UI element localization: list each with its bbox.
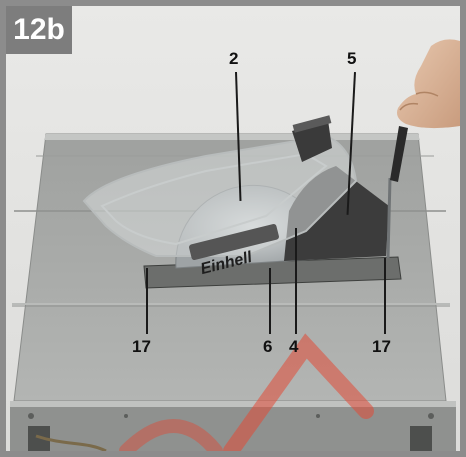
callout-4: 4 [289, 337, 299, 356]
apron-edge [10, 401, 456, 407]
leader-line-6 [269, 268, 271, 334]
callout-17-right: 17 [372, 337, 391, 356]
blade-guard [82, 134, 358, 261]
apron-screw [316, 414, 320, 418]
table-saw-photo: Einhell [6, 6, 460, 451]
table-leg [410, 426, 432, 451]
callout-17-left: 17 [132, 337, 151, 356]
hand [397, 39, 460, 129]
apron-screw [428, 413, 434, 419]
callout-2: 2 [229, 49, 239, 68]
callout-5: 5 [347, 49, 357, 68]
watermark-mark [119, 419, 223, 451]
screwdriver [386, 126, 408, 259]
leader-line-17-right [384, 258, 386, 334]
callout-6: 6 [263, 337, 273, 356]
leader-line-4 [295, 228, 297, 334]
watermark-mark [223, 333, 374, 451]
power-cable [35, 434, 107, 451]
apron-screw [28, 413, 34, 419]
guard-mount-top [292, 115, 332, 133]
apron-screw [124, 414, 128, 418]
leader-line-17-left [146, 268, 148, 334]
table-rear-edge [44, 134, 420, 140]
figure-id-badge: 12b [6, 6, 72, 54]
